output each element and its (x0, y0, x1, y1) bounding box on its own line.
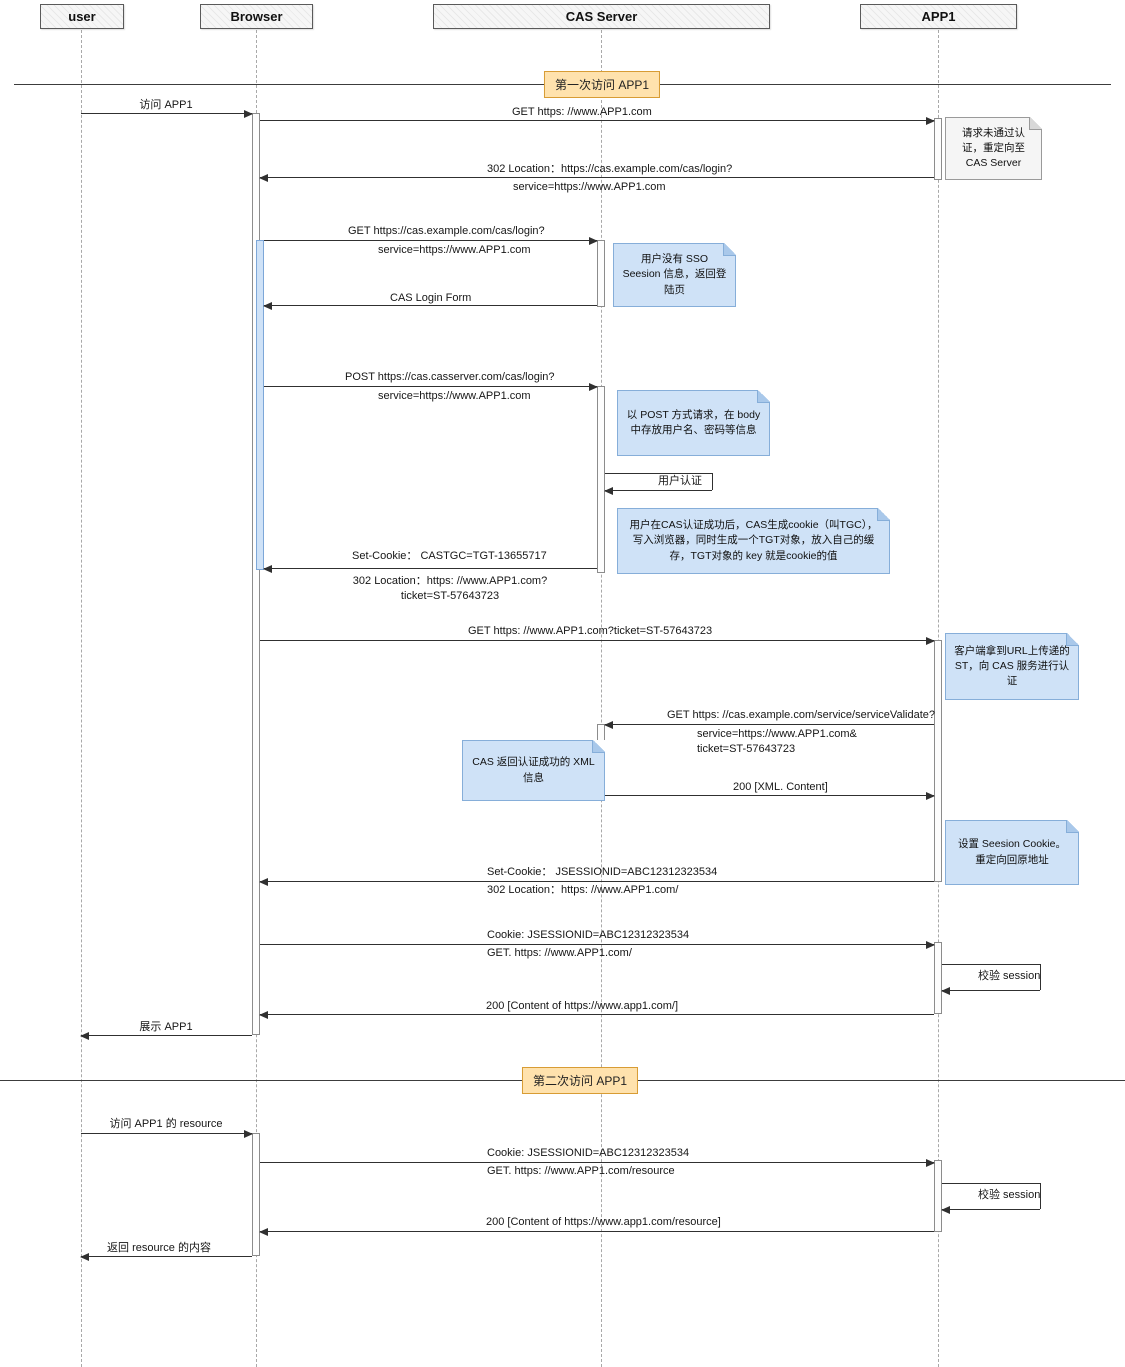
message-arrow-set-jsessionid (259, 878, 934, 886)
message-arrow-set-tgc (263, 565, 597, 573)
message-label: 访问 APP1 (139, 99, 193, 111)
message-arrow-cas-login-form (263, 302, 597, 310)
message-arrow-cookie-get (260, 941, 935, 949)
self-message-verify2-out (942, 1183, 1040, 1184)
activation-app1-ticket (934, 640, 942, 882)
message-label: 302 Location：https: //www.APP1.com? tick… (352, 575, 548, 602)
actor-cas-server: CAS Server (433, 4, 770, 29)
activation-app1-first (934, 118, 942, 180)
actor-browser: Browser (200, 4, 313, 29)
message-arrow-xml-content (605, 792, 935, 800)
section-label-2: 第二次访问 APP1 (521, 1067, 639, 1094)
message-label: 302 Location：https: //www.APP1.com/ (487, 884, 679, 896)
self-message-verify-back (941, 987, 1040, 995)
self-message-auth-side (712, 473, 713, 490)
message-label: POST https://cas.casserver.com/cas/login… (345, 371, 555, 383)
lifeline-cas (601, 30, 602, 1367)
message-label: 302 Location：https://cas.example.com/cas… (487, 163, 733, 175)
message-label: Cookie: JSESSIONID=ABC12312323534 (487, 929, 690, 941)
message-label: GET. https: //www.APP1.com/resource (487, 1165, 675, 1177)
note-tgc-tgt: 用户在CAS认证成功后，CAS生成cookie（叫TGC），写入浏览器，同时生成… (617, 508, 890, 574)
message-arrow-302-to-cas (259, 174, 934, 182)
message-label: 200 [Content of https://www.app1.com/res… (486, 1216, 721, 1228)
message-label: 展示 APP1 (139, 1021, 193, 1033)
message-label: service=https://www.APP1.com& ticket=ST-… (697, 728, 857, 755)
message-label: 200 [Content of https://www.app1.com/] (486, 1000, 678, 1012)
message-label: GET https: //www.APP1.com?ticket=ST-5764… (468, 625, 713, 637)
message-label: 返回 resource 的内容 (107, 1242, 211, 1254)
note-no-sso-session: 用户没有 SSO Seesion 信息，返回登陆页 (613, 243, 736, 307)
message-arrow-200-content (259, 1011, 934, 1019)
message-label: GET https: //www.APP1.com (512, 106, 652, 118)
message-label: 校验 session (978, 970, 1041, 982)
message-arrow-cookie-get-resource (260, 1159, 935, 1167)
message-arrow-200-resource (259, 1228, 934, 1236)
activation-cas-login-form (597, 240, 605, 307)
message-label: service=https://www.APP1.com (378, 244, 531, 256)
activation-browser-second (252, 1133, 260, 1256)
message-label: Set-Cookie： JSESSIONID=ABC12312323534 (487, 866, 718, 878)
message-label: 用户认证 (658, 475, 702, 487)
message-label: Set-Cookie： CASTGC=TGT-13655717 (352, 550, 547, 562)
note-redirect-cas: 请求未通过认证，重定向至 CAS Server (945, 117, 1042, 180)
self-message-verify2-back (941, 1206, 1040, 1214)
note-post-body: 以 POST 方式请求，在 body 中存放用户名、密码等信息 (617, 390, 770, 456)
message-label: GET https: //cas.example.com/service/ser… (667, 709, 935, 721)
note-set-session: 设置 Seesion Cookie。重定向回原地址 (945, 820, 1079, 885)
actor-user: user (40, 4, 124, 29)
message-label: GET. https: //www.APP1.com/ (487, 947, 632, 959)
message-label: 200 [XML. Content] (733, 781, 828, 793)
message-arrow-service-validate (604, 721, 934, 729)
self-message-auth-out (605, 473, 712, 474)
self-message-verify-side (1040, 964, 1041, 990)
message-arrow-get-app1 (260, 117, 935, 125)
activation-browser-login (256, 240, 264, 570)
activation-browser-main (252, 113, 260, 1035)
message-label: GET https://cas.example.com/cas/login? (348, 225, 545, 237)
self-message-verify-out (942, 964, 1040, 965)
note-xml-result: CAS 返回认证成功的 XML 信息 (462, 740, 605, 801)
message-label: service=https://www.APP1.com (378, 390, 531, 402)
message-label: 校验 session (978, 1189, 1041, 1201)
message-arrow-get-ticket (260, 637, 935, 645)
note-validate-st: 客户端拿到URL上传递的 ST，向 CAS 服务进行认证 (945, 633, 1079, 700)
activation-app1-resource (934, 1160, 942, 1232)
message-arrow-return-resource (80, 1253, 252, 1261)
activation-app1-session (934, 942, 942, 1014)
self-message-verify2-side (1040, 1183, 1041, 1209)
lifeline-user (81, 30, 82, 1367)
message-label: service=https://www.APP1.com (513, 181, 666, 193)
message-arrow-get-cas-login (264, 237, 598, 245)
message-arrow-post-login (264, 383, 598, 391)
message-arrow-visit-resource (81, 1130, 253, 1138)
message-label: 访问 APP1 的 resource (109, 1118, 223, 1130)
message-label: Cookie: JSESSIONID=ABC12312323534 (487, 1147, 690, 1159)
message-arrow-visit-app1 (81, 110, 253, 118)
activation-cas-auth (597, 386, 605, 573)
actor-app1: APP1 (860, 4, 1017, 29)
message-label: CAS Login Form (390, 292, 472, 304)
self-message-auth-back (604, 487, 712, 495)
message-arrow-show-app1 (80, 1032, 252, 1040)
section-label-1: 第一次访问 APP1 (543, 71, 661, 98)
